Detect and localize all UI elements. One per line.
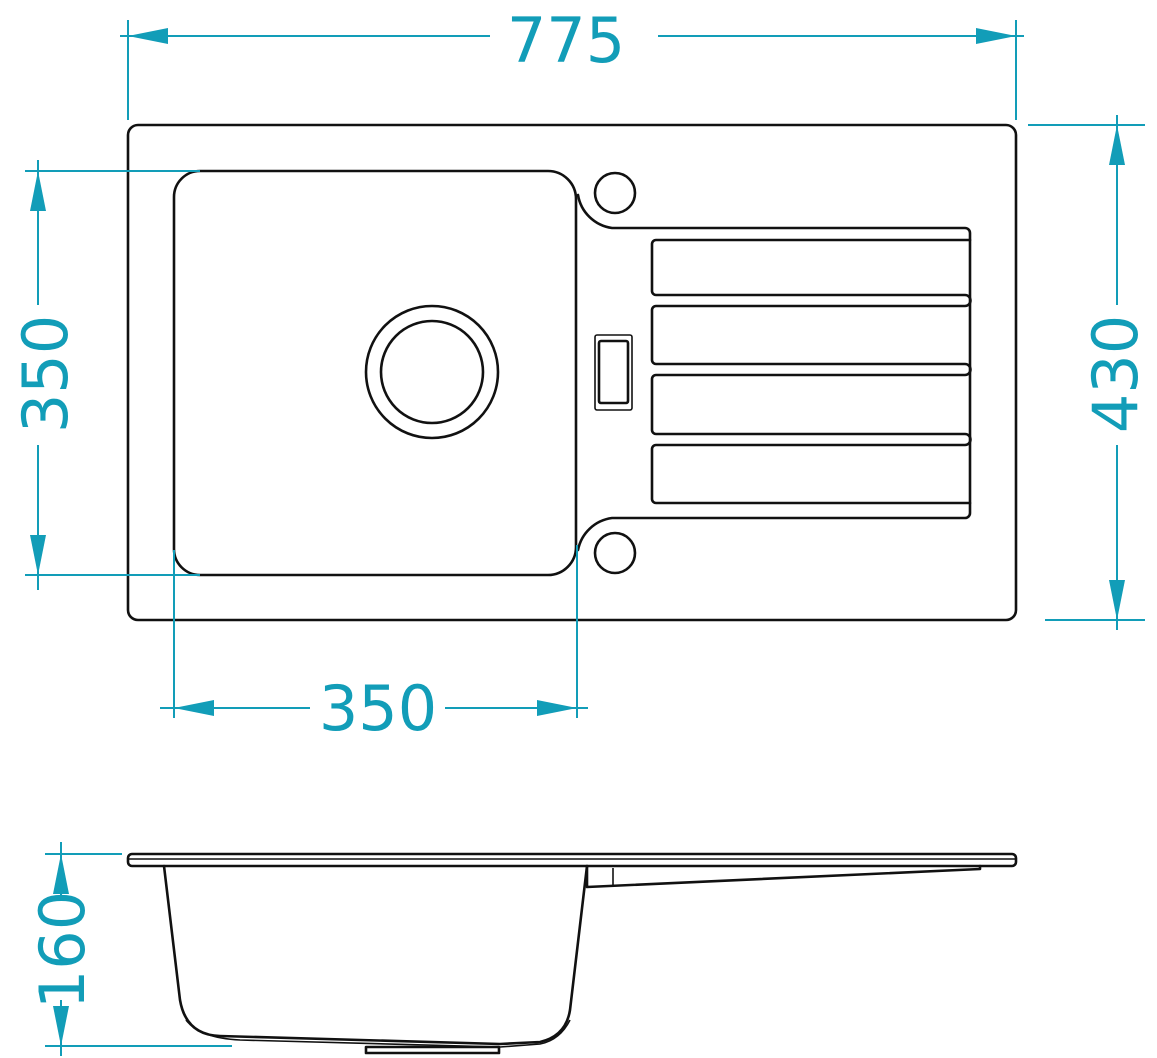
drain-inner bbox=[379, 319, 485, 425]
dimension-bowl-width: 350 bbox=[160, 545, 588, 745]
drain-outer bbox=[364, 304, 500, 440]
dimension-label-width: 775 bbox=[507, 4, 625, 77]
drain-fitting bbox=[364, 1045, 501, 1055]
overflow-outer bbox=[594, 334, 633, 411]
side-view bbox=[126, 852, 1018, 1055]
top-view bbox=[126, 123, 1018, 622]
dimension-bowl-depth: 350 bbox=[9, 160, 200, 590]
drainer-outline bbox=[576, 193, 972, 552]
rim bbox=[126, 852, 1018, 868]
overflow-inner bbox=[597, 339, 630, 405]
bowl-outline bbox=[172, 169, 578, 577]
dimension-label-depth: 430 bbox=[1079, 315, 1152, 433]
tap-hole-top bbox=[593, 171, 637, 215]
dimension-label-bowl-depth: 350 bbox=[9, 315, 82, 433]
dimension-overall-width: 775 bbox=[120, 4, 1024, 120]
dimension-bowl-height: 160 bbox=[26, 842, 232, 1056]
bowl-side bbox=[162, 864, 589, 1046]
drainer-side bbox=[585, 864, 982, 889]
dimension-overall-depth: 430 bbox=[1028, 115, 1152, 630]
dimension-label-bowl-width: 350 bbox=[319, 672, 437, 745]
sink-outline bbox=[126, 123, 1018, 622]
tap-hole-bottom bbox=[593, 531, 637, 575]
dimension-label-height: 160 bbox=[26, 891, 99, 1009]
drainer-grooves bbox=[650, 238, 972, 505]
